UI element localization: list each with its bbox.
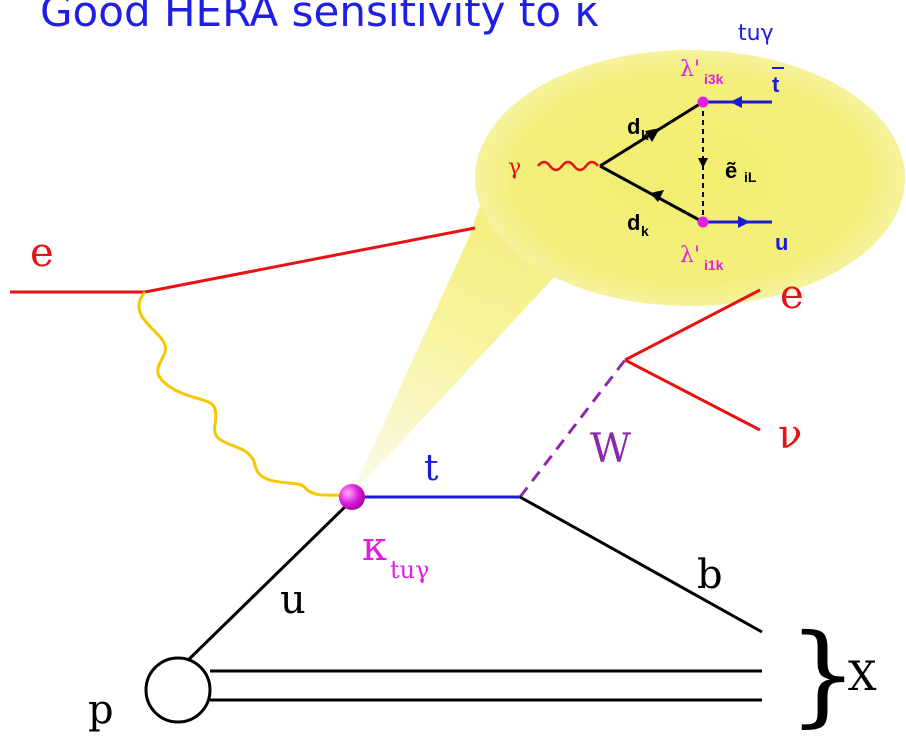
inset-label-dk-top: d: [627, 114, 640, 139]
inset-vertex-bottom: [697, 216, 709, 228]
inset-photon-line: [537, 160, 599, 172]
electron-outgoing-line: [144, 226, 476, 294]
inset-label-selectron-sub: iL: [744, 169, 757, 185]
inset-label-lambda-bottom: λ': [680, 243, 700, 268]
inset-vertex-top: [697, 96, 709, 108]
label-b: b: [697, 552, 723, 598]
inset-u-arrow: [738, 216, 750, 228]
proton-circle: [144, 656, 212, 724]
label-w: W: [590, 426, 631, 472]
inset-label-tbar: t: [772, 72, 780, 97]
inset-label-selectron: ẽ: [725, 158, 737, 183]
u-quark-line: [178, 498, 354, 670]
label-kappa-sub: tuγ: [390, 556, 429, 584]
label-t: t: [424, 448, 439, 489]
inset-selectron-arrow: [698, 158, 708, 168]
inset-label-dk-bottom-sub: k: [641, 223, 649, 239]
label-p: p: [88, 687, 114, 733]
inset-dk-bottom-arrow: [650, 190, 664, 202]
inset-label-lambda-top-sub: i3k: [704, 71, 724, 87]
label-u: u: [280, 577, 306, 623]
photon-line: [137, 291, 356, 499]
brace-x: }: [788, 610, 858, 736]
inset-label-dk-bottom: d: [627, 210, 640, 235]
title-subscript: tuγ: [738, 21, 774, 46]
inset-label-lambda-top: λ': [680, 57, 700, 82]
inset-label-gamma: γ: [508, 155, 521, 180]
decay-electron-line: [624, 288, 761, 362]
inset-tbar-arrow: [730, 96, 742, 108]
kappa-vertex: [339, 484, 365, 510]
inset-label-u: u: [775, 230, 788, 255]
label-x: X: [848, 654, 877, 700]
zoom-ellipse: [475, 50, 905, 306]
title: Good HERA sensitivity to κ: [40, 0, 599, 36]
w-boson-line: [518, 359, 627, 498]
label-kappa: κ: [362, 524, 387, 570]
label-e-in: e: [30, 230, 54, 276]
b-quark-line: [519, 495, 763, 634]
inset-label-dk-top-sub: k: [641, 127, 649, 143]
inset-dk-top-arrow: [645, 128, 660, 142]
label-e-out: e: [780, 272, 804, 318]
inset-label-lambda-bottom-sub: i1k: [704, 257, 724, 273]
decay-neutrino-line: [624, 358, 761, 432]
label-nu: ν: [778, 412, 802, 458]
